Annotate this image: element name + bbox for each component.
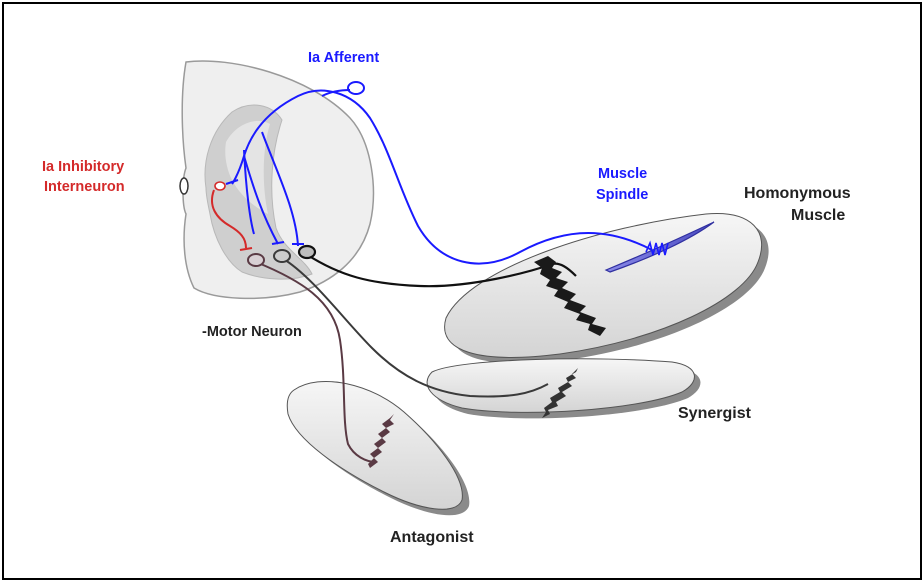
ia-inhibitory-label-line2: Interneuron: [44, 179, 125, 195]
synergist-motor-neuron: [274, 250, 290, 262]
homonymous-label-line2: Muscle: [791, 207, 845, 224]
central-canal: [180, 178, 188, 194]
dorsal-root-ganglion-cell: [348, 82, 364, 94]
homonymous-motor-neuron: [299, 246, 315, 258]
synergist-label: Synergist: [678, 405, 752, 422]
muscle-spindle-label-line1: Muscle: [598, 166, 647, 182]
homonymous-label-line1: Homonymous: [744, 185, 851, 202]
ia-afferent-label: Ia Afferent: [308, 50, 379, 66]
ia-inhibitory-label-line1: Ia Inhibitory: [42, 159, 124, 175]
motor-neuron-label: -Motor Neuron: [202, 324, 302, 340]
antagonist-label: Antagonist: [390, 529, 474, 546]
muscle-spindle-label-line2: Spindle: [596, 187, 648, 203]
antagonist-motor-neuron: [248, 254, 264, 266]
